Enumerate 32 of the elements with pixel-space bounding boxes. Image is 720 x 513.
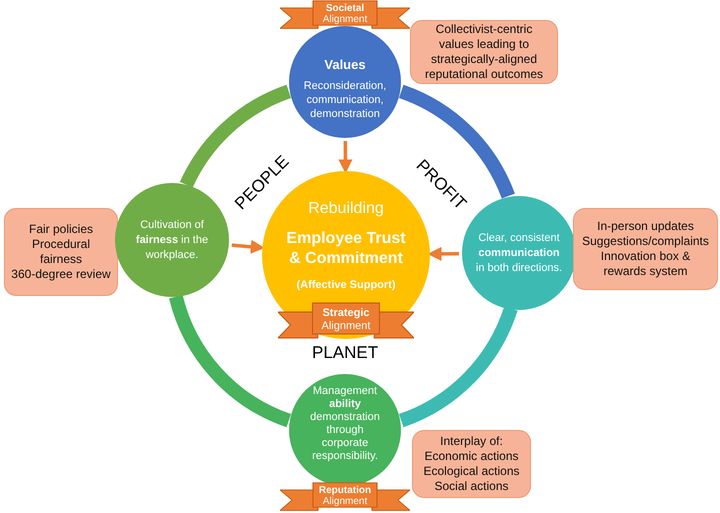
box-text: Collectivist-centric values leading to strategically-aligned reputational outcomes bbox=[424, 22, 544, 82]
circle-text: Clear, consistent communication in both directions. bbox=[474, 230, 564, 276]
axis-label: PLANET bbox=[312, 342, 378, 364]
arrow bbox=[428, 246, 460, 261]
banner-label: Societal Alignment bbox=[322, 2, 368, 24]
circle-heading: Employee Trust & Commitment bbox=[285, 228, 407, 269]
circle-text: Reconsideration, communication, demonstration bbox=[302, 78, 388, 121]
circle-title: Rebuilding bbox=[308, 198, 384, 219]
list-item: Innovation box & rewards system bbox=[600, 249, 692, 279]
note-box bbox=[573, 208, 718, 290]
note-box bbox=[410, 20, 558, 84]
list-item: In-person updates bbox=[597, 219, 694, 234]
circle-text: Cultivation of fairness in the workplace. bbox=[134, 218, 210, 262]
list-item: 360-degree review bbox=[11, 267, 111, 282]
list-item: Suggestions/complaints bbox=[582, 234, 709, 249]
circle-text: Management ability demonstration through corporate responsibility. bbox=[309, 385, 381, 463]
banner-label: Strategic Alignment bbox=[320, 306, 372, 332]
arrow bbox=[338, 140, 352, 174]
note-box bbox=[4, 208, 118, 296]
ring-arc bbox=[398, 84, 515, 199]
banner-label: Reputation Alignment bbox=[318, 484, 372, 506]
list-item: Interplay of: bbox=[440, 434, 503, 449]
list-item: Fair policies bbox=[28, 222, 94, 237]
list-item: Social actions bbox=[434, 479, 509, 494]
ring-arc bbox=[398, 306, 518, 428]
ring-arc bbox=[180, 84, 292, 188]
list-item: Economic actions bbox=[424, 449, 519, 464]
list-item: Ecological actions bbox=[423, 464, 520, 479]
circle-subtitle: (Affective Support) bbox=[296, 278, 396, 293]
list-item: Procedural fairness bbox=[30, 237, 92, 267]
circle-title: Values bbox=[324, 56, 366, 74]
note-box bbox=[412, 430, 531, 498]
